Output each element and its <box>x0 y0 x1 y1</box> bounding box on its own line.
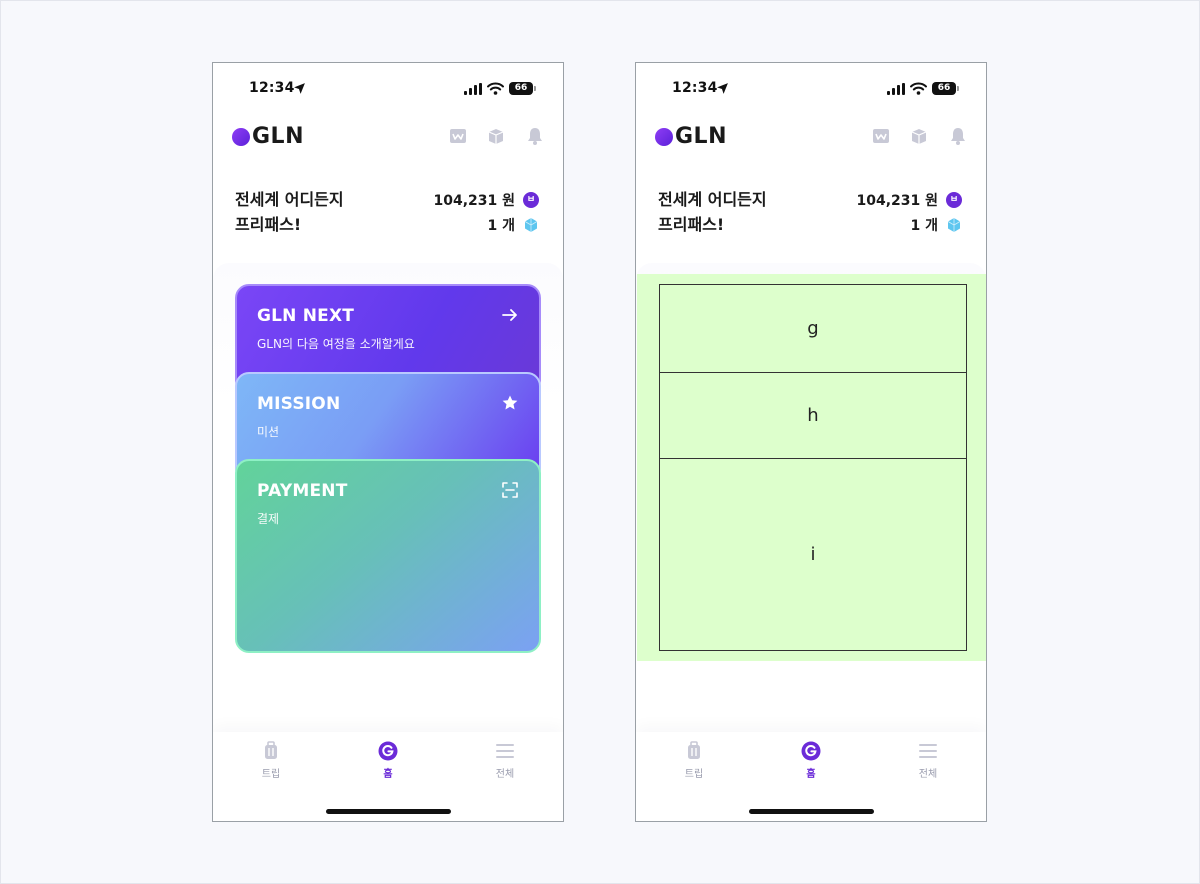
points-value: 104,231 원 <box>856 193 938 209</box>
bottom-tab-bar: 트립 홈 전체 <box>636 732 986 821</box>
status-bar: 12:34 66 <box>636 63 986 115</box>
battery-cap <box>957 86 959 91</box>
gln-logo[interactable]: GLN <box>232 123 342 151</box>
gems-balance[interactable]: 1 개 <box>911 215 963 235</box>
wireframe-placeholder: g h i <box>637 274 986 661</box>
gem-icon <box>947 218 961 232</box>
box-icon[interactable] <box>486 126 506 146</box>
tab-home[interactable]: 홈 <box>348 740 428 780</box>
gems-value: 1 개 <box>487 218 516 234</box>
card-payment[interactable]: PAYMENT 결제 <box>235 459 541 653</box>
location-arrow-icon <box>717 83 728 94</box>
luggage-icon <box>265 741 277 759</box>
menu-icon <box>919 744 937 758</box>
phone-screen-wireframe: 12:34 66 GLN 전세계 어디든지 프리패스! 104,231 원 <box>635 62 987 822</box>
tab-label: 홈 <box>383 769 393 780</box>
tab-label: 전체 <box>918 769 938 780</box>
coin-icon: ㅂ <box>523 192 539 208</box>
box-icon[interactable] <box>909 126 929 146</box>
status-time: 12:34 <box>672 80 718 96</box>
card-title: GLN NEXT <box>257 306 355 326</box>
card-title: PAYMENT <box>257 481 348 501</box>
gln-g-icon <box>801 741 821 761</box>
signal-icon <box>887 83 905 95</box>
gln-logo[interactable]: GLN <box>655 123 765 151</box>
card-subtitle: GLN의 다음 여정을 소개할게요 <box>257 337 415 351</box>
signal-icon <box>464 83 482 95</box>
card-subtitle: 미션 <box>257 425 280 439</box>
wifi-icon <box>910 82 927 95</box>
location-arrow-icon <box>294 83 305 94</box>
points-value: 104,231 원 <box>433 193 515 209</box>
phone-screen-home: 12:34 66 GLN 전세계 어디든지 프리패스! 104,231 원 <box>212 62 564 822</box>
status-bar: 12:34 66 <box>213 63 563 115</box>
tab-label: 전체 <box>495 769 515 780</box>
battery-cap <box>534 86 536 91</box>
wallet-icon[interactable] <box>871 126 891 146</box>
bottom-tab-bar: 트립 홈 전체 <box>213 732 563 821</box>
promo-line-2: 프리패스! <box>235 215 302 234</box>
tab-trip[interactable]: 트립 <box>654 740 734 780</box>
star-icon <box>502 395 518 410</box>
bell-icon[interactable] <box>525 126 545 146</box>
menu-icon <box>496 744 514 758</box>
placeholder-cell-h: h <box>659 372 967 459</box>
promo-line-1: 전세계 어디든지 <box>658 190 767 209</box>
battery-indicator: 66 <box>509 82 533 95</box>
logo-text: GLN <box>252 124 304 149</box>
logo-mark <box>232 128 250 146</box>
points-balance[interactable]: 104,231 원 ㅂ <box>433 190 539 210</box>
card-subtitle: 결제 <box>257 512 280 526</box>
tab-home[interactable]: 홈 <box>771 740 851 780</box>
home-indicator <box>749 809 874 814</box>
luggage-icon <box>688 741 700 759</box>
gems-value: 1 개 <box>910 218 939 234</box>
promo-line-1: 전세계 어디든지 <box>235 190 344 209</box>
tab-all[interactable]: 전체 <box>888 740 968 780</box>
tab-label: 트립 <box>684 769 704 780</box>
tab-trip[interactable]: 트립 <box>231 740 311 780</box>
home-indicator <box>326 809 451 814</box>
promo-headline: 전세계 어디든지 프리패스! <box>235 187 344 237</box>
battery-indicator: 66 <box>932 82 956 95</box>
coin-icon: ㅂ <box>946 192 962 208</box>
promo-headline: 전세계 어디든지 프리패스! <box>658 187 767 237</box>
tab-label: 홈 <box>806 769 816 780</box>
gem-icon <box>524 218 538 232</box>
gems-balance[interactable]: 1 개 <box>488 215 540 235</box>
bell-icon[interactable] <box>948 126 968 146</box>
placeholder-cell-i: i <box>659 458 967 651</box>
status-time: 12:34 <box>249 80 295 96</box>
points-balance[interactable]: 104,231 원 ㅂ <box>856 190 962 210</box>
tab-label: 트립 <box>261 769 281 780</box>
promo-line-2: 프리패스! <box>658 215 725 234</box>
placeholder-cell-g: g <box>659 284 967 373</box>
scan-icon <box>502 482 518 498</box>
wallet-icon[interactable] <box>448 126 468 146</box>
gln-g-icon <box>378 741 398 761</box>
wifi-icon <box>487 82 504 95</box>
card-title: MISSION <box>257 394 341 414</box>
arrow-right-icon <box>502 309 517 321</box>
tab-all[interactable]: 전체 <box>465 740 545 780</box>
logo-mark <box>655 128 673 146</box>
logo-text: GLN <box>675 124 727 149</box>
